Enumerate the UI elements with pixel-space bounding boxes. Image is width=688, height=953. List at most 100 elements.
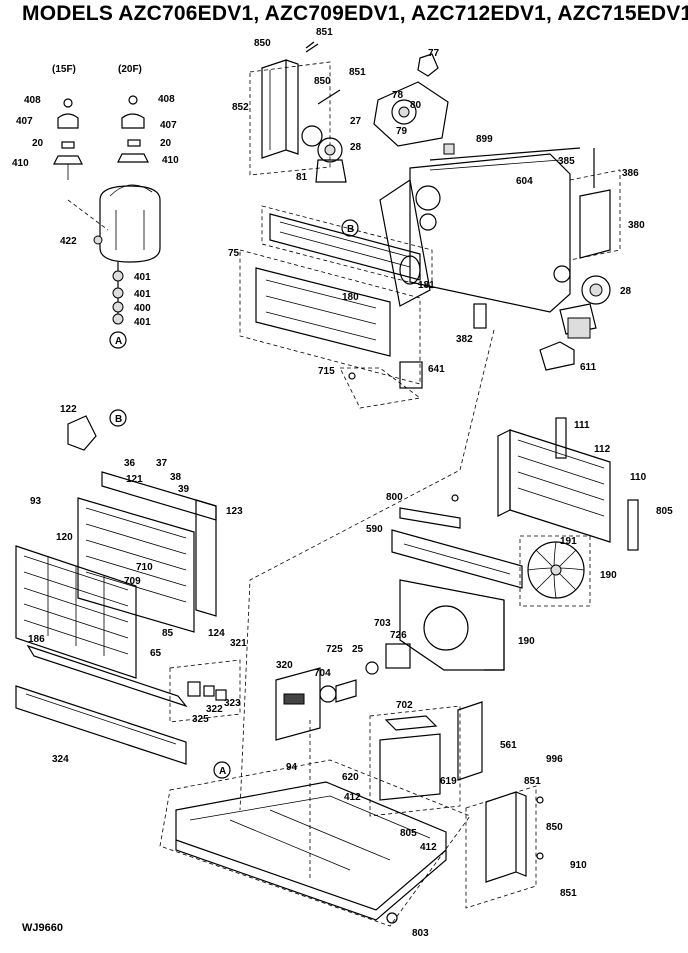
- callout-422: 422: [60, 236, 77, 247]
- callout-619: 620: [342, 772, 359, 783]
- callout-123: 123: [226, 506, 243, 517]
- callout-850-b: 850: [314, 76, 331, 87]
- part-611: [539, 341, 575, 371]
- callout-81: 81: [296, 172, 308, 183]
- callout-385: 385: [558, 156, 575, 167]
- orifice-186: [399, 579, 505, 671]
- bracket-620: [457, 701, 483, 781]
- callout-36: 36: [124, 458, 136, 469]
- callout-122: 122: [60, 404, 77, 415]
- part-641: [399, 361, 423, 389]
- callout-400: 400: [134, 303, 151, 314]
- callout-401-c: 401: [134, 317, 151, 328]
- callout-408-a: 408: [24, 95, 41, 106]
- chassis-604: [379, 143, 581, 313]
- callout-190: 190: [600, 570, 617, 581]
- callout-27: 27: [350, 116, 362, 127]
- evaporator-coil-120: [77, 471, 217, 633]
- callout-124: 124: [208, 628, 225, 639]
- callout-805-a: 805: [656, 506, 673, 517]
- callout-851-b: 851: [349, 67, 366, 78]
- connector-b-mid: [109, 409, 127, 427]
- front-frame-321-320: [15, 644, 188, 765]
- callout-181: 181: [418, 280, 435, 291]
- callout-410-b: 410: [162, 155, 179, 166]
- callout-803: 803: [412, 928, 429, 939]
- callout-805-b: 412: [344, 792, 361, 803]
- callout-412-a: 94: [286, 762, 298, 773]
- drawing-code: WJ9660: [22, 922, 63, 934]
- callout-110: 110: [630, 472, 647, 483]
- callout-322: 325: [192, 714, 209, 725]
- condenser-coil-110: [497, 417, 611, 543]
- callout-850-a: 850: [254, 38, 271, 49]
- callout-401-a: 401: [134, 272, 151, 283]
- callout-85: 85: [162, 628, 174, 639]
- fittings-15f: [53, 98, 83, 180]
- variant-label-20f: (20F): [118, 64, 142, 75]
- base-pan-803: [175, 781, 447, 921]
- diagram-title: MODELS AZC706EDV1, AZC709EDV1, AZC712EDV…: [22, 2, 688, 25]
- callout-186: 190: [518, 636, 535, 647]
- callout-702: 704: [314, 668, 331, 679]
- callout-800: 800: [386, 492, 403, 503]
- callout-851-d: 910: [570, 860, 587, 871]
- callout-79: 79: [396, 126, 408, 137]
- control-panel-725: [275, 667, 321, 741]
- callout-28-a: 28: [350, 142, 362, 153]
- switch-25: [319, 643, 411, 703]
- callout-20-b: 20: [160, 138, 172, 149]
- connector-label-a-bottom: A: [219, 766, 226, 777]
- callout-77: 77: [428, 48, 440, 59]
- callout-726: 703: [374, 618, 391, 629]
- fan-motor-top: [373, 53, 449, 147]
- connector-label-b-top: B: [347, 224, 354, 235]
- capacitor-box: [567, 317, 591, 339]
- shroud-590: [391, 529, 523, 589]
- scroll-housing-75: [255, 267, 391, 357]
- callout-710: 710: [136, 562, 153, 573]
- callout-382: 382: [456, 334, 473, 345]
- callout-590: 590: [366, 524, 383, 535]
- fan-blade-190: [527, 541, 585, 599]
- callout-401-b: 401: [134, 289, 151, 300]
- callout-28-b: 28: [620, 286, 632, 297]
- callout-850-d: 851: [560, 888, 577, 899]
- callout-561: 702: [396, 700, 413, 711]
- part-382: [473, 303, 487, 329]
- control-box-380: [569, 148, 621, 261]
- callout-611: 611: [580, 362, 597, 373]
- connector-a-top: [109, 331, 127, 349]
- callout-121: 121: [126, 474, 143, 485]
- callout-39: 39: [178, 484, 190, 495]
- callout-191: 191: [560, 536, 577, 547]
- callout-20-a: 20: [32, 138, 44, 149]
- callout-325: 321: [230, 638, 247, 649]
- callout-94: 619: [440, 776, 457, 787]
- callout-93: 93: [30, 496, 42, 507]
- callout-65: 65: [150, 648, 162, 659]
- callout-725: 320: [276, 660, 293, 671]
- motor-mount-left: [301, 125, 347, 183]
- callout-380: 380: [628, 220, 645, 231]
- callout-620: 561: [500, 740, 517, 751]
- callout-180: 180: [342, 292, 359, 303]
- compressor: [93, 184, 161, 325]
- callout-410-a: 410: [12, 158, 29, 169]
- callout-320: 324: [52, 754, 69, 765]
- callout-641: 641: [428, 364, 445, 375]
- callout-703: 25: [352, 644, 364, 655]
- side-panel-124: [195, 499, 217, 617]
- callout-80: 80: [410, 100, 422, 111]
- connector-a-bottom: [213, 761, 231, 779]
- callout-709: 709: [124, 576, 141, 587]
- callout-851-c: 996: [546, 754, 563, 765]
- callout-112: 112: [594, 444, 611, 455]
- callout-323: 322: [206, 704, 223, 715]
- switch-assembly: [187, 681, 227, 701]
- callout-324: 323: [224, 698, 241, 709]
- callout-850-c: 851: [524, 776, 541, 787]
- variant-label-15f: (15F): [52, 64, 76, 75]
- bracket-800: [399, 494, 461, 529]
- connector-label-b-mid: B: [115, 414, 122, 425]
